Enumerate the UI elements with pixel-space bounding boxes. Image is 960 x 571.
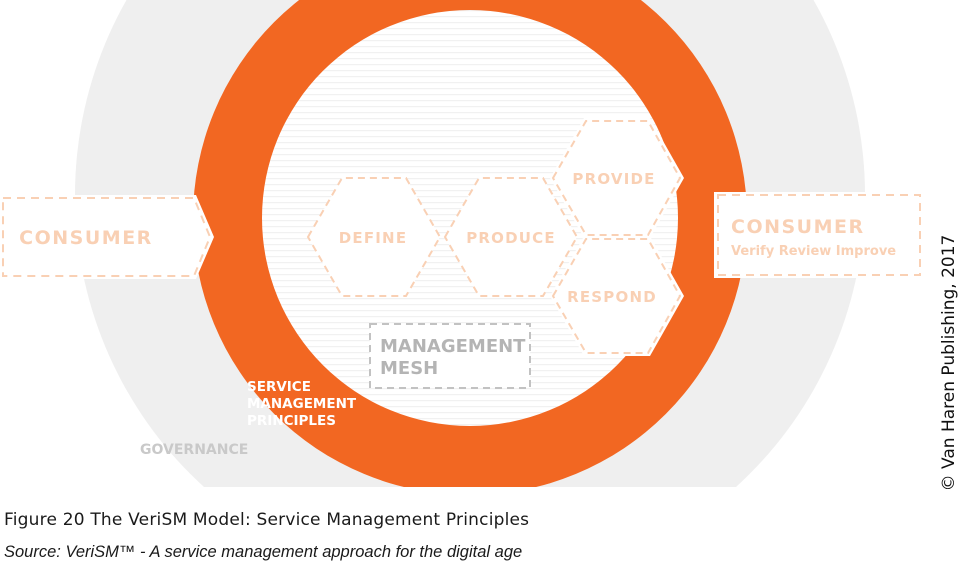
- copyright-notice: © Van Haren Publishing, 2017: [939, 234, 959, 492]
- respond-label: RESPOND: [567, 288, 657, 306]
- management-mesh-line2: MESH: [380, 358, 438, 379]
- principles-line1: SERVICE: [247, 379, 311, 395]
- provide-stage: PROVIDE: [550, 118, 684, 238]
- consumer-right-box: CONSUMER Verify Review Improve: [714, 192, 922, 278]
- management-mesh-line1: MANAGEMENT: [380, 336, 526, 357]
- define-label: DEFINE: [339, 229, 408, 247]
- verism-model-diagram: CONSUMER CONSUMER Verify Review Improve …: [0, 0, 922, 487]
- principles-line3: PRINCIPLES: [247, 413, 336, 429]
- principles-line2: MANAGEMENT: [247, 396, 357, 412]
- produce-stage: PRODUCE: [443, 177, 579, 297]
- figure-caption: Figure 20 The VeriSM Model: Service Mana…: [4, 510, 530, 530]
- figure-source: Source: VeriSM™ - A service management a…: [4, 543, 523, 561]
- consumer-left-label: CONSUMER: [19, 227, 153, 249]
- consumer-right-subtitle: Verify Review Improve: [731, 244, 896, 259]
- consumer-left-arrow: CONSUMER: [0, 195, 214, 279]
- consumer-right-label: CONSUMER: [731, 216, 865, 238]
- define-stage: DEFINE: [306, 177, 442, 297]
- management-mesh-box: MANAGEMENT MESH: [369, 323, 531, 389]
- produce-label: PRODUCE: [466, 229, 556, 247]
- governance-label: GOVERNANCE: [140, 442, 248, 458]
- respond-stage: RESPOND: [550, 236, 684, 356]
- provide-label: PROVIDE: [572, 170, 655, 188]
